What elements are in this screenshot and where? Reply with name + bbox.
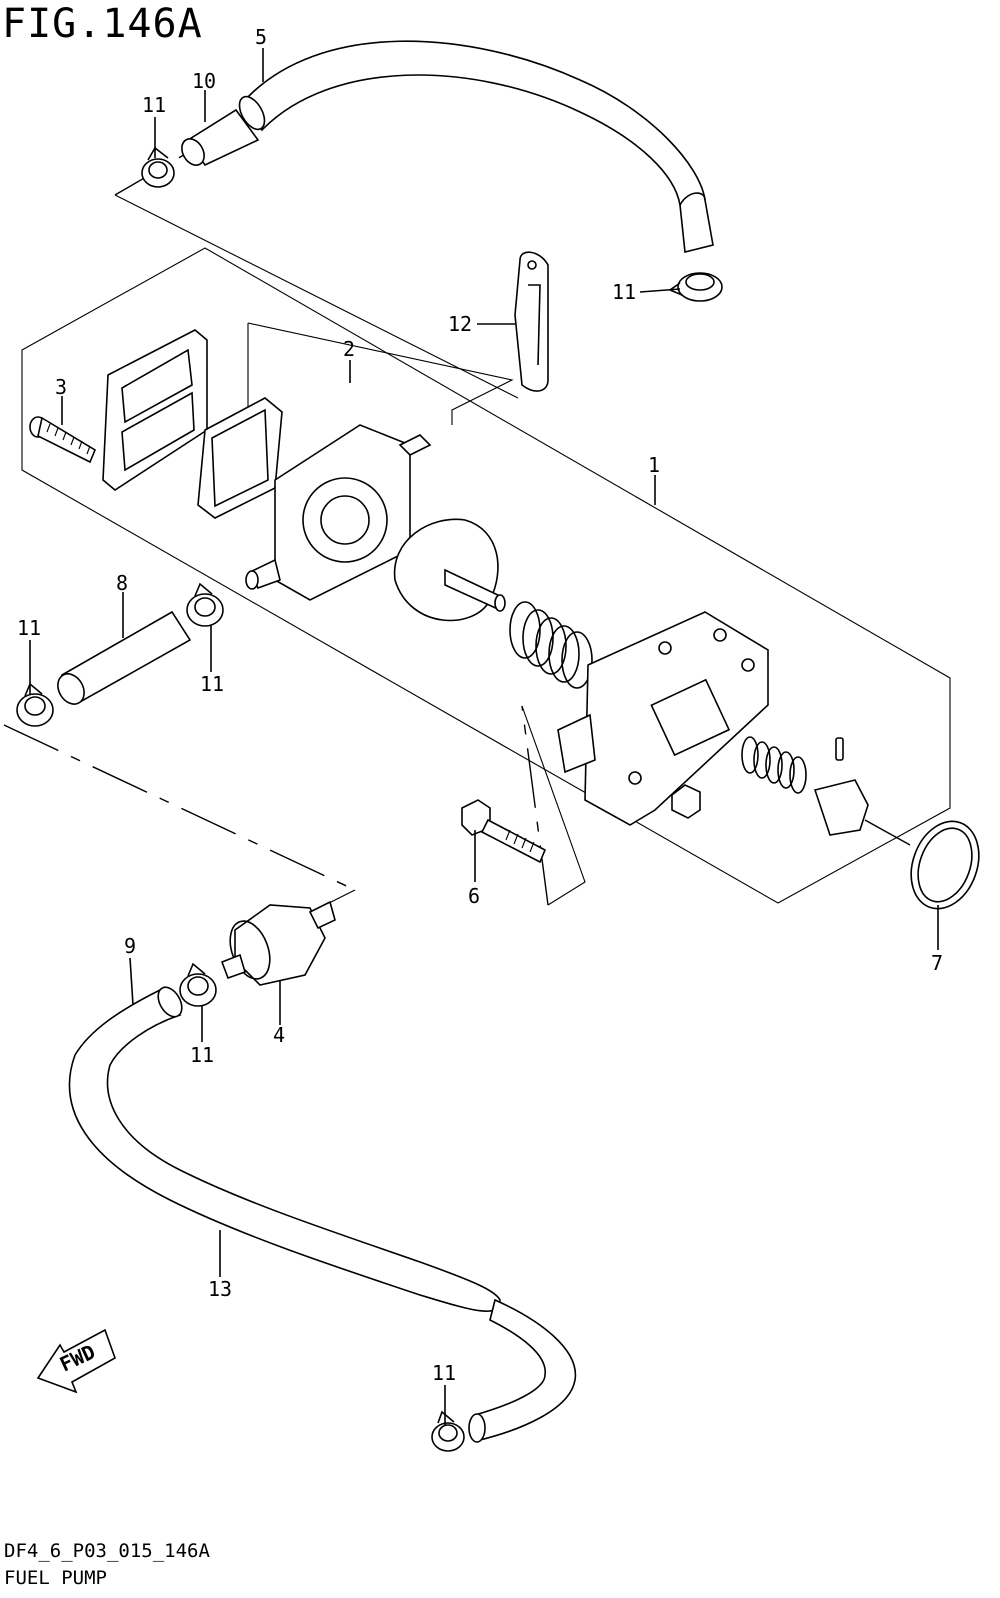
callout-11: 11 <box>200 672 224 696</box>
hose-clamp-icon <box>186 582 224 627</box>
callout-5: 5 <box>255 25 267 49</box>
short-hose <box>57 610 192 705</box>
callout-10: 10 <box>192 69 216 93</box>
callout-1: 1 <box>648 453 660 477</box>
callout-11: 11 <box>190 1043 214 1067</box>
callout-11: 11 <box>17 616 41 640</box>
long-fuel-hose <box>68 986 577 1443</box>
pump-body <box>245 424 432 601</box>
pump-spring <box>509 601 593 689</box>
hose-clamp-icon <box>668 272 723 302</box>
callout-8: 8 <box>116 571 128 595</box>
callout-3: 3 <box>55 375 67 399</box>
diaphragm-gasket <box>197 397 283 519</box>
callout-7: 7 <box>931 951 943 975</box>
o-ring <box>910 820 980 910</box>
callout-6: 6 <box>468 884 480 908</box>
fuel-pump-exploded-diagram: FWD 5 10 11 11 12 2 3 1 8 11 11 6 7 9 4 … <box>3 25 980 1452</box>
diaphragm <box>393 518 506 622</box>
hose-clamp-icon <box>431 1410 465 1452</box>
diagram-name: FUEL PUMP <box>4 1567 107 1589</box>
assembly-outline-box <box>21 247 951 904</box>
leader-lines <box>29 48 939 1425</box>
figure-title: FIG.146A <box>2 1 203 47</box>
pump-cover <box>557 611 769 826</box>
mounting-strap <box>514 251 549 392</box>
callout-2: 2 <box>343 337 355 361</box>
check-valve-spring <box>741 736 807 794</box>
guide-line <box>3 724 356 891</box>
hose-clamp-icon <box>179 962 217 1007</box>
callout-4: 4 <box>273 1023 285 1047</box>
callout-11: 11 <box>612 280 636 304</box>
fwd-arrow-icon: FWD <box>36 1328 116 1394</box>
sub-assembly-outline-box <box>247 322 514 425</box>
screw <box>29 416 97 464</box>
callout-9: 9 <box>124 934 136 958</box>
fuel-filter <box>220 900 336 986</box>
callout-13: 13 <box>208 1277 232 1301</box>
callout-11: 11 <box>432 1361 456 1385</box>
short-hose <box>181 108 260 167</box>
diagram-code: DF4_6_P03_015_146A <box>4 1540 210 1562</box>
callout-12: 12 <box>448 312 472 336</box>
bolt <box>461 799 547 864</box>
hose-clamp-icon <box>141 146 175 188</box>
gasket-plate <box>102 329 208 491</box>
hose-clamp-icon <box>16 682 54 727</box>
callout-11: 11 <box>142 93 166 117</box>
check-valve <box>813 737 869 836</box>
nut <box>671 784 701 819</box>
upper-fuel-hose <box>238 40 714 253</box>
